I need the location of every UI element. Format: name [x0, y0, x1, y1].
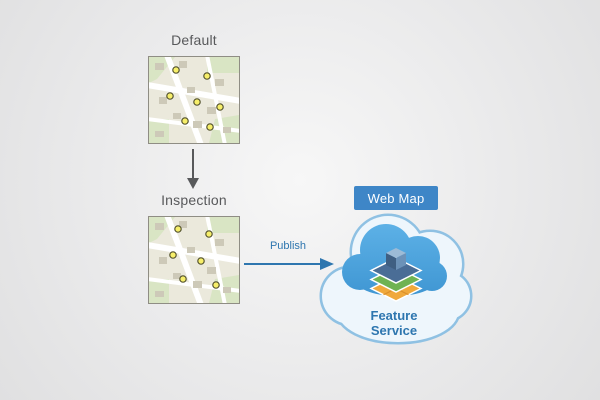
cube-icon	[386, 248, 406, 270]
publish-label: Publish	[269, 240, 307, 252]
feature-service-label: Feature Service	[346, 308, 442, 339]
feature-layers-icon	[369, 248, 423, 302]
inspection-map-label: Inspection	[161, 192, 227, 208]
inspection-map-art	[149, 217, 239, 303]
default-map-points	[166, 66, 224, 131]
inspection-map-thumbnail	[148, 216, 240, 304]
default-map-thumbnail	[148, 56, 240, 144]
inspection-map-points	[169, 225, 220, 289]
default-map-art	[149, 57, 239, 143]
web-map-badge: Web Map	[354, 186, 438, 210]
default-map-label: Default	[171, 32, 217, 48]
publish-arrow-icon	[244, 258, 334, 270]
feature-service-text: Feature Service	[370, 308, 418, 339]
down-arrow-icon	[187, 149, 199, 189]
